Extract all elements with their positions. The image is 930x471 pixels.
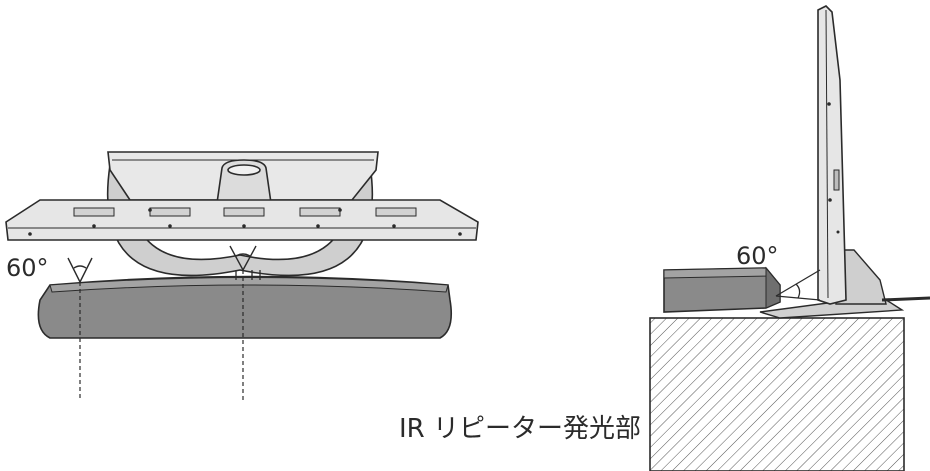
ir-repeater-side <box>663 266 781 313</box>
angle-label-left: 60° <box>6 254 49 282</box>
leader-lines <box>79 270 244 400</box>
cable <box>881 296 930 302</box>
angle-label-right: 60° <box>736 242 779 270</box>
tv-side-profile <box>817 5 847 305</box>
table-surface <box>649 317 905 471</box>
tv-top-view <box>5 151 479 277</box>
side-emission-angle <box>775 269 821 301</box>
screw-holes <box>28 208 462 236</box>
tv-panel <box>5 199 479 241</box>
ir-repeater-unit <box>37 270 453 339</box>
ir-repeater-emitter-label: IR リピーター発光部 <box>399 414 641 444</box>
